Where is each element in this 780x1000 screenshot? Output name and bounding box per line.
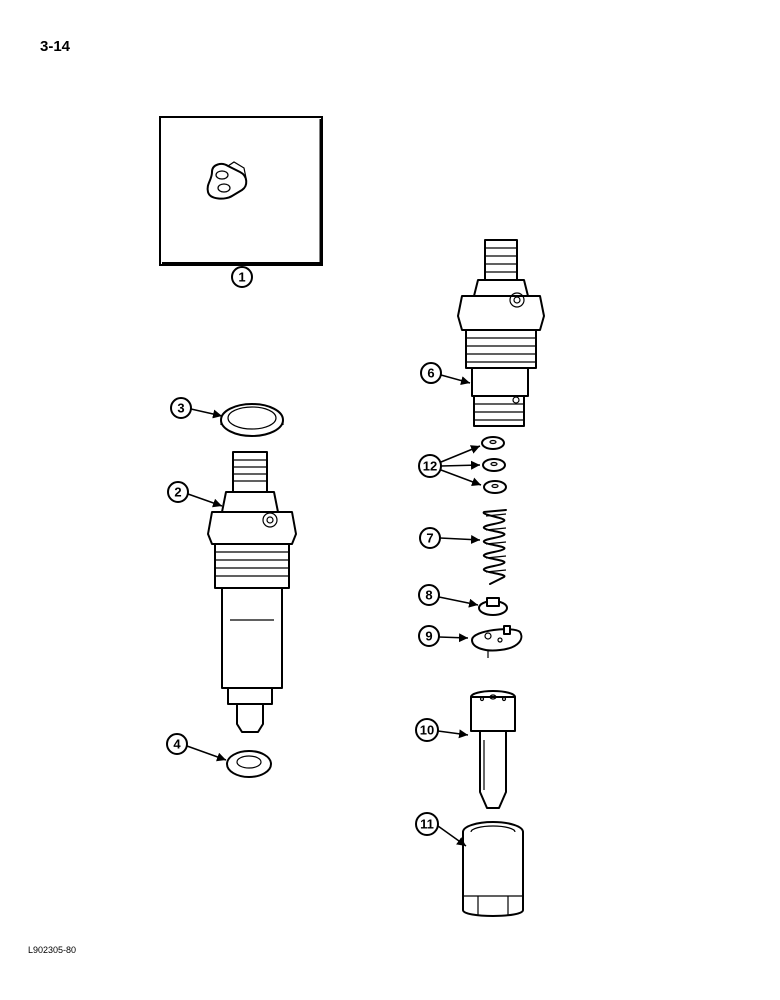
part-9-plate xyxy=(471,625,523,658)
page-number: 3-14 xyxy=(40,38,71,55)
part-11-nozzle-nut xyxy=(462,821,524,917)
callout-9: 9 xyxy=(418,625,469,647)
part-2-injector xyxy=(207,451,297,733)
callout-8: 8 xyxy=(418,584,479,608)
part-8-spring-seat xyxy=(478,597,508,616)
callout-12-label: 12 xyxy=(423,459,437,474)
callout-11-label: 11 xyxy=(420,817,434,832)
callout-8-label: 8 xyxy=(425,588,432,603)
callout-3-label: 3 xyxy=(177,401,184,416)
part-10-nozzle xyxy=(470,690,516,809)
callout-3: 3 xyxy=(170,397,223,419)
callout-7-label: 7 xyxy=(426,531,433,546)
callout-1: 1 xyxy=(231,266,253,288)
part-7-spring xyxy=(482,509,507,585)
figure-code: L902305-80 xyxy=(28,945,77,955)
callout-10-label: 10 xyxy=(420,723,434,738)
callout-7: 7 xyxy=(419,527,481,549)
part-4-washer xyxy=(226,750,272,778)
callout-4-label: 4 xyxy=(173,737,181,752)
callout-9-label: 9 xyxy=(425,629,432,644)
part-1-clamp xyxy=(159,116,323,266)
callout-12: 12 xyxy=(418,445,482,487)
part-3-seal-ring xyxy=(220,403,284,437)
callout-6-label: 6 xyxy=(427,366,434,381)
callout-2: 2 xyxy=(167,481,223,508)
callout-10: 10 xyxy=(415,718,469,742)
callout-6: 6 xyxy=(420,362,471,385)
callout-1-label: 1 xyxy=(238,270,245,285)
part-6-holder-body xyxy=(457,239,545,427)
callout-11: 11 xyxy=(415,812,467,847)
part-12-shims xyxy=(481,436,507,494)
callout-4: 4 xyxy=(166,733,227,762)
callout-2-label: 2 xyxy=(174,485,181,500)
